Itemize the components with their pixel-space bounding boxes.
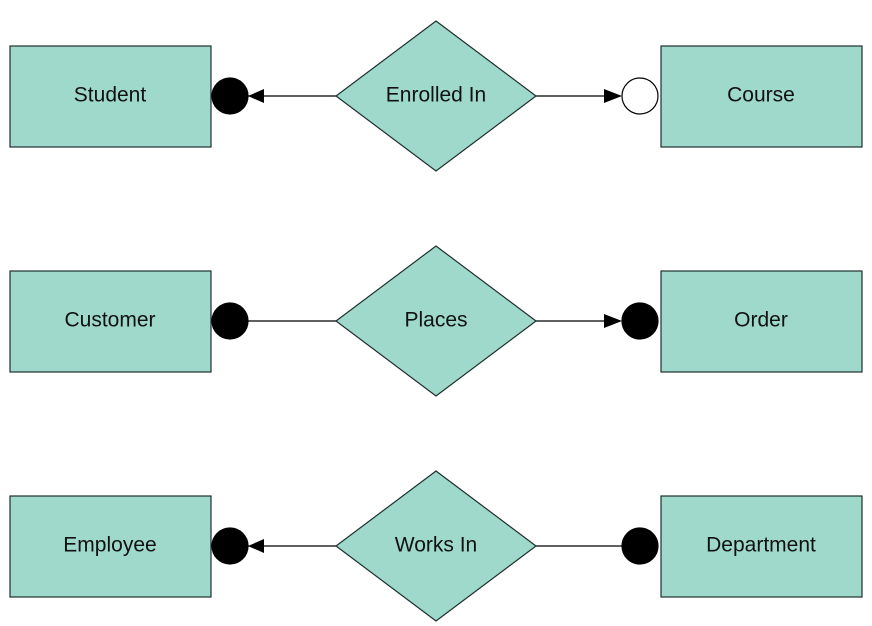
entity-label-course: Course [727,84,795,107]
arrowhead-left [248,539,264,553]
relationship-label-works-in: Works In [395,534,477,557]
participation-marker-filled [621,302,659,340]
arrowhead-right [604,89,622,103]
arrowhead-left [248,89,264,103]
participation-marker-filled [211,77,249,115]
participation-marker-hollow [621,77,659,115]
relationship-label-places: Places [404,309,467,332]
relationship-enrolled-in[interactable] [335,20,537,172]
relationship-row-2: Customer Places Order [9,245,863,397]
entity-order[interactable] [660,270,863,373]
participation-marker-filled [211,302,249,340]
entity-label-order: Order [734,309,788,332]
entity-customer[interactable] [9,270,212,373]
participation-marker-filled [211,527,249,565]
entity-department[interactable] [660,495,863,598]
relationship-row-3: Employee Works In Department [9,470,863,622]
entity-label-employee: Employee [63,534,156,557]
participation-marker-filled [621,527,659,565]
relationship-places[interactable] [335,245,537,397]
arrowhead-right [604,314,622,328]
relationship-works-in[interactable] [335,470,537,622]
relationship-label-enrolled-in: Enrolled In [386,84,486,107]
entity-label-student: Student [74,84,147,107]
entity-label-department: Department [706,534,816,557]
relationship-row-1: Student Enrolled In Course [9,20,863,172]
entity-employee[interactable] [9,495,212,598]
entity-course[interactable] [660,45,863,148]
entity-student[interactable] [9,45,212,148]
entity-label-customer: Customer [64,309,155,332]
